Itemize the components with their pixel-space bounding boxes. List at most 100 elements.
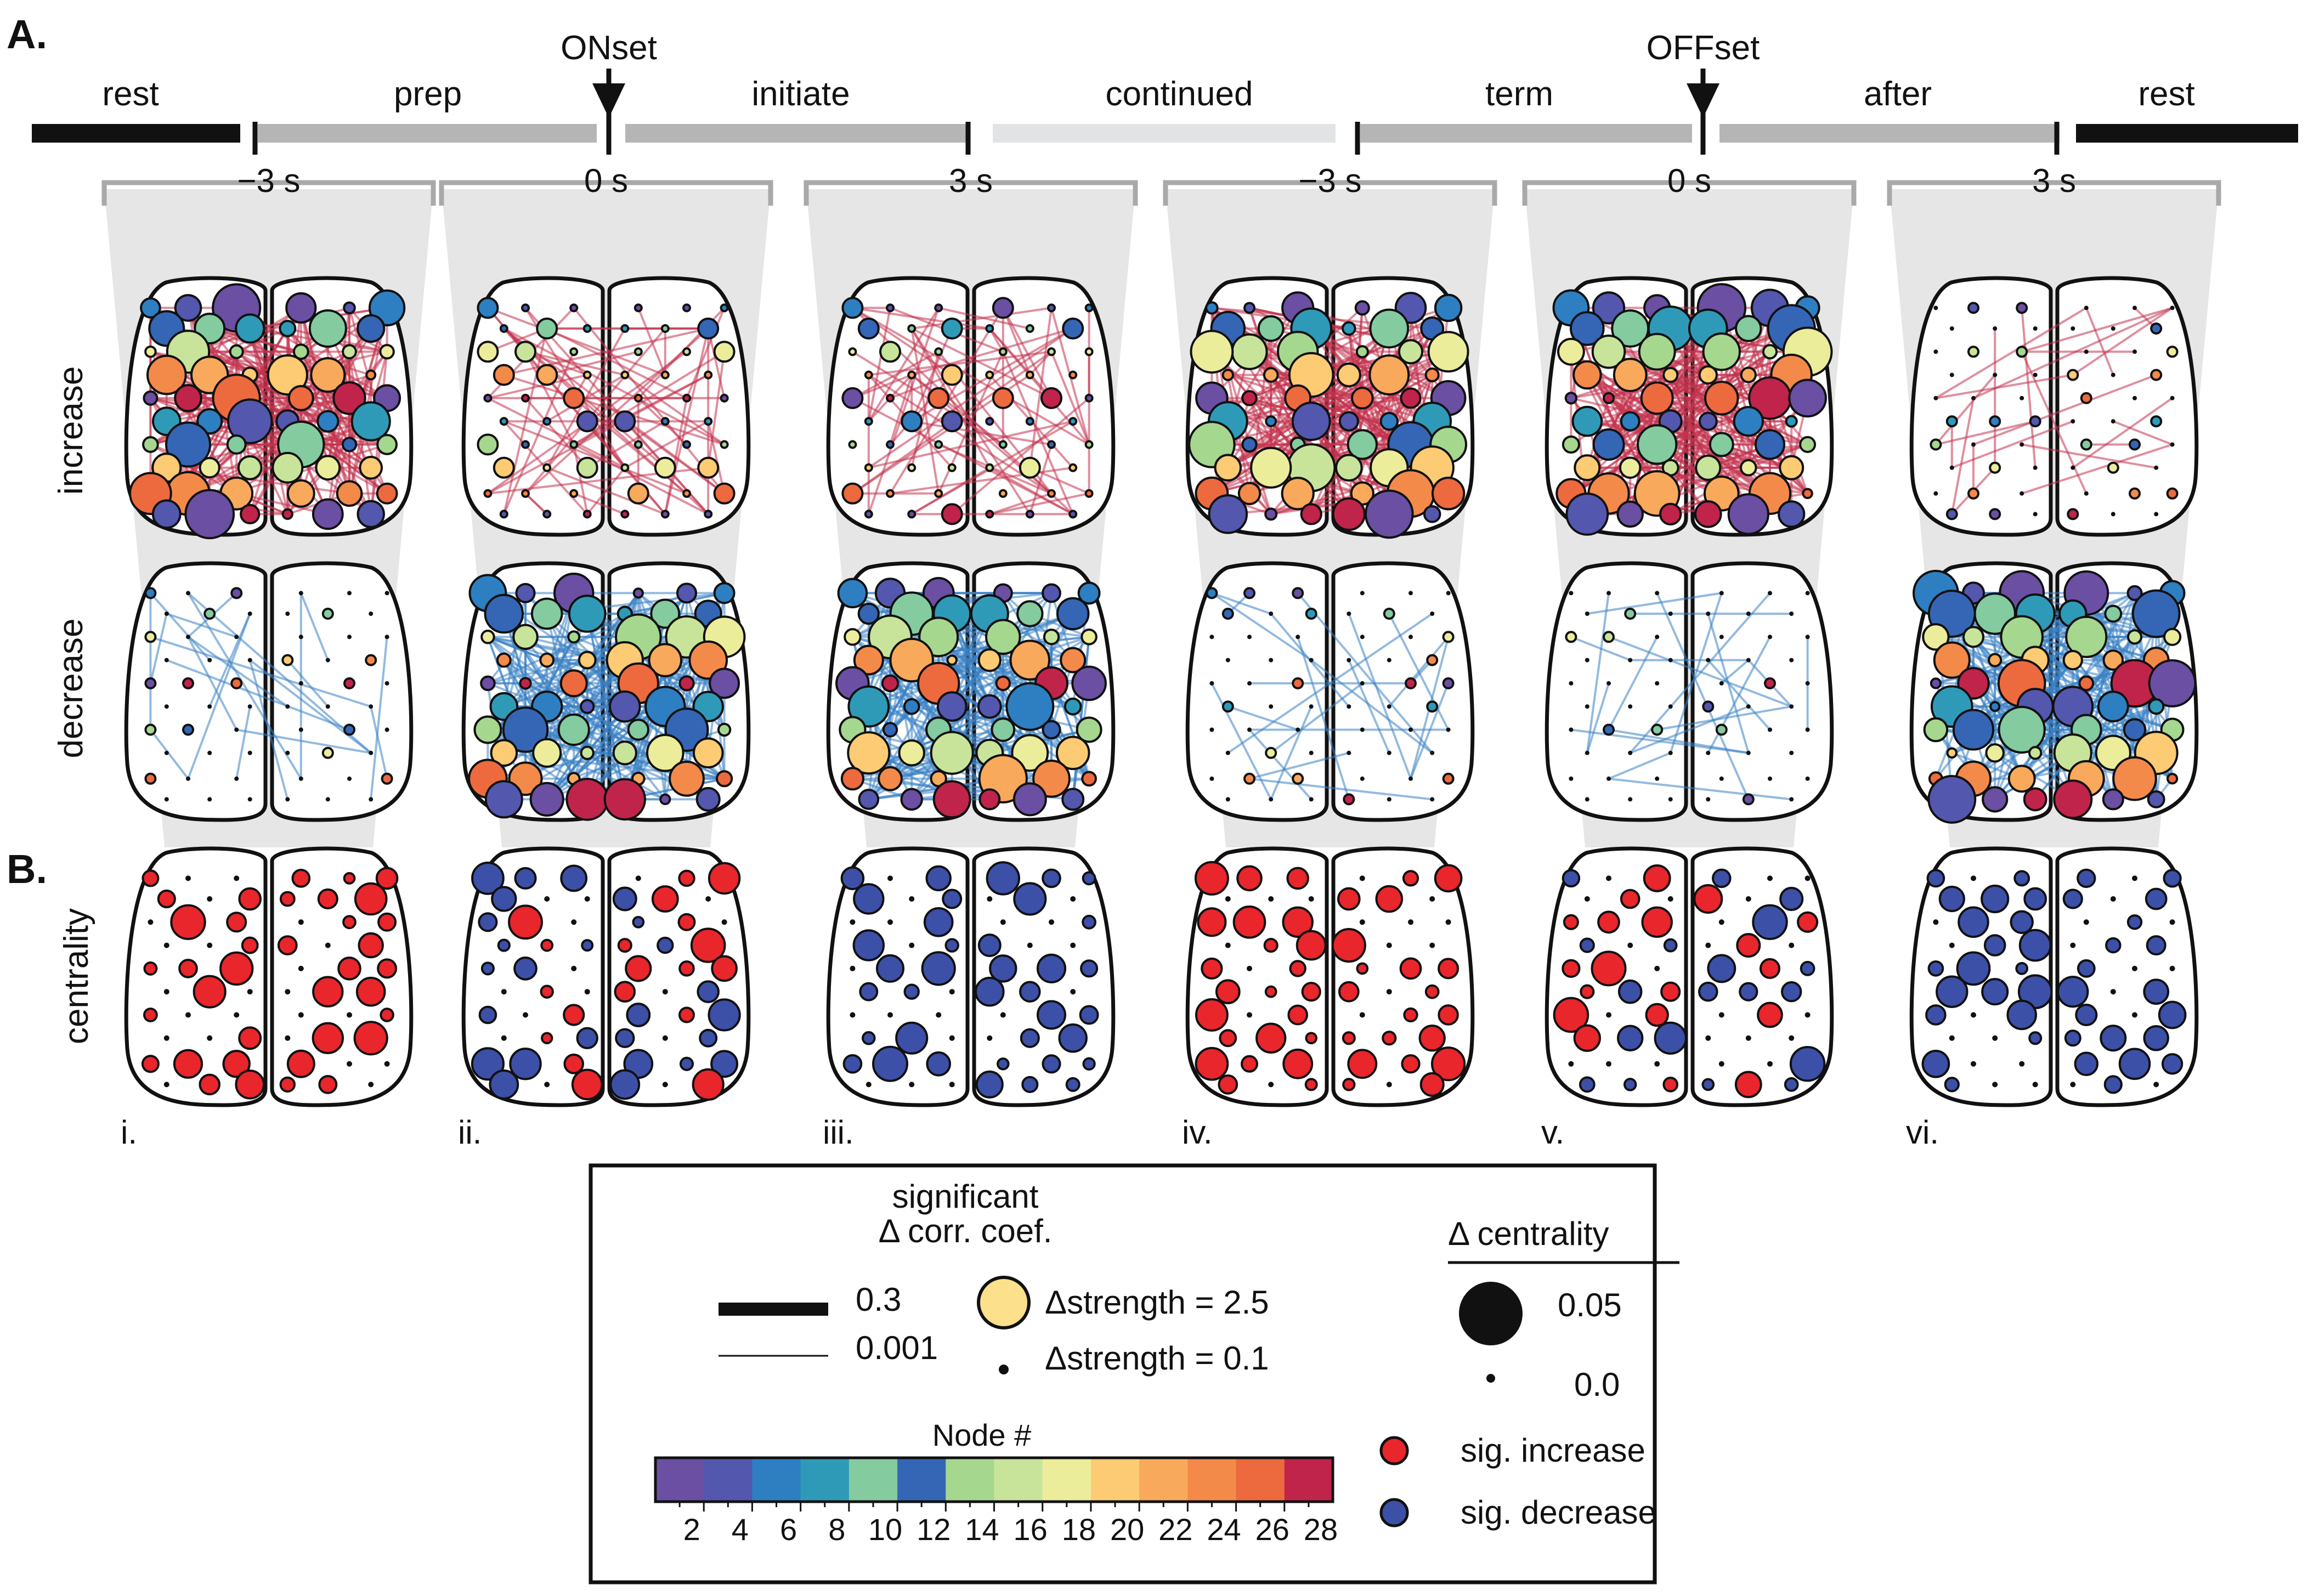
centrality-map-node [1926, 869, 1945, 888]
time-label-3: 3 s [949, 162, 993, 199]
centrality-map-node [1781, 981, 1802, 1003]
centrality-map-node [355, 976, 386, 1007]
centrality-map-node [1232, 905, 1266, 939]
decrease-network-node [2131, 589, 2181, 638]
colorbar-tick-label: 26 [1255, 1512, 1289, 1547]
decrease-network-node [1009, 639, 1051, 681]
centrality-map-node [2057, 976, 2089, 1008]
decrease-network-node [898, 739, 925, 767]
increase-network-node [1704, 381, 1739, 416]
centrality-map-node [285, 1035, 291, 1041]
decrease-network-node [1387, 750, 1391, 755]
centrality-map-node [1255, 1022, 1287, 1054]
increase-network-edge [573, 444, 589, 514]
increase-network-edge [487, 307, 666, 376]
decrease-network-node [1360, 635, 1365, 639]
centrality-map-node [1933, 919, 1939, 925]
centrality-map-node [1429, 942, 1435, 948]
centrality-map-node [1804, 875, 1811, 881]
increase-network-edge [487, 373, 709, 495]
colorbar-tick-label: 16 [1014, 1512, 1048, 1547]
decrease-network-node [234, 727, 239, 732]
decrease-network-node [1585, 612, 1589, 616]
centrality-map-node [560, 864, 588, 892]
centrality-map-node [1286, 867, 1309, 890]
onset-marker-label: ONset [561, 29, 657, 67]
decrease-network-node [1706, 797, 1711, 802]
centrality-map-node [1745, 1035, 1751, 1041]
centrality-map-node [987, 896, 993, 902]
centrality-map-node [1620, 888, 1641, 909]
decrease-network-node [247, 750, 252, 755]
centrality-map-node [1082, 1057, 1096, 1071]
centrality-map-node [163, 1082, 169, 1088]
centrality-map-node [544, 1082, 550, 1088]
centrality-map-node [909, 1082, 915, 1088]
increase-network-node [1592, 428, 1625, 461]
increase-network-node [1933, 395, 1938, 400]
increase-network-node [144, 345, 157, 358]
centrality-map-node [1401, 1054, 1421, 1074]
decrease-network-node [882, 722, 898, 738]
decrease-network-node [565, 778, 609, 821]
decrease-network-node [840, 767, 864, 791]
centrality-brain-1-left-hemisphere [124, 846, 268, 1107]
centrality-map-node [1718, 919, 1724, 925]
increase-network-node [2170, 305, 2175, 310]
decrease-network-edge [1249, 751, 1349, 780]
increase-network-node [285, 292, 317, 324]
increase-network-node [350, 401, 391, 442]
increase-network-node [2154, 512, 2159, 517]
increase-network-node [477, 297, 499, 319]
decrease-network-node [473, 715, 502, 744]
centrality-map-node [1419, 1072, 1445, 1097]
decrease-network-node [2078, 675, 2095, 692]
centrality-map-node [1936, 975, 1968, 1008]
decrease-network-node [1408, 776, 1413, 781]
decrease-network-node [1988, 653, 2002, 667]
centrality-map-node [238, 1026, 262, 1050]
decrease-network-node [2148, 659, 2197, 708]
decrease-network-edge [1656, 705, 1792, 731]
decrease-network-node [1343, 793, 1355, 806]
increase-network-node [1989, 415, 2001, 428]
decrease-network-node [1585, 658, 1589, 663]
decrease-network-edge [1270, 706, 1313, 800]
increase-network-node [2033, 372, 2038, 377]
decrease-network-node [1624, 608, 1637, 620]
decrease-network-node [578, 650, 597, 670]
increase-network-node [2150, 369, 2163, 381]
decrease-network-node [1387, 704, 1391, 709]
strength-small-label: Δstrength = 0.1 [1045, 1340, 1269, 1377]
increase-network-node [864, 370, 873, 380]
increase-network-node [1214, 454, 1242, 482]
increase-network-3 [826, 276, 1116, 537]
increase-network-node [2132, 349, 2137, 354]
colorbar-swatch [946, 1458, 995, 1502]
centrality-map-node [975, 976, 1005, 1007]
centrality-map-node [1562, 869, 1581, 888]
colorbar-tick-label: 18 [1062, 1512, 1096, 1547]
increase-network-node [2166, 346, 2179, 358]
increase-network-node [697, 456, 720, 479]
centrality-map-node [1382, 1031, 1397, 1046]
centrality-map-node [1579, 937, 1595, 953]
decrease-network-node [285, 612, 290, 616]
centrality-map-node [1971, 875, 1976, 881]
increase-network-node [998, 347, 1008, 356]
time-label-5: 0 s [1667, 162, 1711, 199]
decrease-network-node [1408, 727, 1413, 732]
decrease-network-node [347, 776, 352, 781]
centrality-title: Δ centrality [1448, 1215, 1609, 1252]
colorbar-swatch [1042, 1458, 1091, 1502]
decrease-network-node [343, 723, 355, 736]
centrality-map-node [662, 1035, 668, 1041]
increase-network-node [1637, 424, 1678, 465]
column-numeral-3: iii. [823, 1114, 854, 1151]
decrease-network-node [144, 723, 157, 736]
colorbar-tick-label: 24 [1207, 1512, 1241, 1547]
centrality-map-node [173, 1049, 203, 1079]
decrease-network-node [1603, 631, 1615, 643]
centrality-map-node [2100, 1025, 2127, 1052]
decrease-network-node [539, 652, 555, 668]
